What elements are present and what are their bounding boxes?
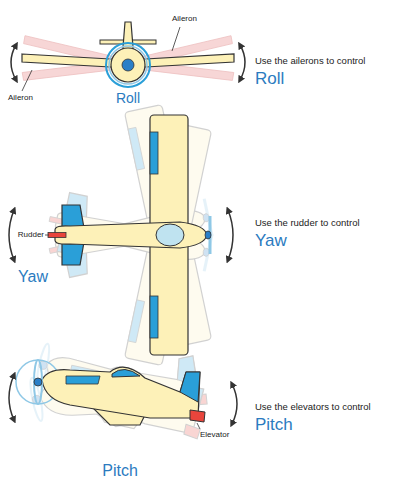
rotation-arrow <box>232 384 237 424</box>
part-label: Aileron <box>172 14 197 23</box>
illustration-part <box>111 48 145 82</box>
motion-label: Yaw <box>18 268 48 286</box>
motion-heading: Pitch <box>255 415 293 435</box>
part-label: Rudder <box>18 230 44 239</box>
instruction-text: Use the ailerons to control <box>255 56 365 67</box>
illustration-part <box>22 36 233 87</box>
part-label: Elevator <box>200 430 229 439</box>
motion-heading: Yaw <box>255 231 287 251</box>
motion-label: Roll <box>116 90 140 106</box>
leader-line <box>197 423 200 429</box>
rotation-arrow <box>9 210 14 260</box>
motion-label: Roll <box>116 90 140 106</box>
rotation-arrow <box>240 45 245 80</box>
illustration-part <box>122 59 134 71</box>
part-label: Aileron <box>8 93 33 102</box>
part-label: Aileron <box>172 14 197 23</box>
illustration-part <box>22 36 233 87</box>
illustration-part <box>30 343 211 442</box>
motion-label: Pitch <box>102 462 138 480</box>
motion-heading: Roll <box>255 69 284 89</box>
roll-plane <box>22 22 234 87</box>
leader-line <box>22 70 32 91</box>
rotation-arrow <box>11 45 16 80</box>
illustration-part <box>109 46 147 84</box>
illustration-part <box>23 36 234 87</box>
illustration-part <box>48 115 211 355</box>
illustration-part <box>23 36 234 87</box>
motion-label: Yaw <box>18 268 48 286</box>
pitch-plane <box>34 360 205 425</box>
part-label: Rudder <box>18 230 44 239</box>
motion-label: Pitch <box>102 462 138 480</box>
instruction-text: Use the ailerons to control <box>255 56 365 67</box>
part-label: Elevator <box>200 430 229 439</box>
rotation-arrow <box>9 375 14 420</box>
instruction-text: Use the rudder to control <box>255 218 360 229</box>
part-label: Aileron <box>8 93 33 102</box>
instruction-text: Use the elevators to control <box>255 402 371 413</box>
motion-heading: Pitch <box>255 415 293 435</box>
motion-heading: Roll <box>255 69 284 89</box>
illustration-part <box>106 43 150 87</box>
leader-line <box>172 27 180 51</box>
leader-line <box>45 235 49 236</box>
instruction-text: Use the elevators to control <box>255 402 371 413</box>
illustration-part <box>34 360 205 425</box>
roll-plane-ghost <box>22 36 234 87</box>
motion-heading: Yaw <box>255 231 287 251</box>
illustration-part <box>25 102 234 371</box>
yaw-plane-ghost <box>25 100 234 371</box>
yaw-plane <box>48 115 211 355</box>
rotation-arrow <box>228 210 233 260</box>
instruction-text: Use the rudder to control <box>255 218 360 229</box>
pitch-plane-ghost <box>28 343 211 442</box>
